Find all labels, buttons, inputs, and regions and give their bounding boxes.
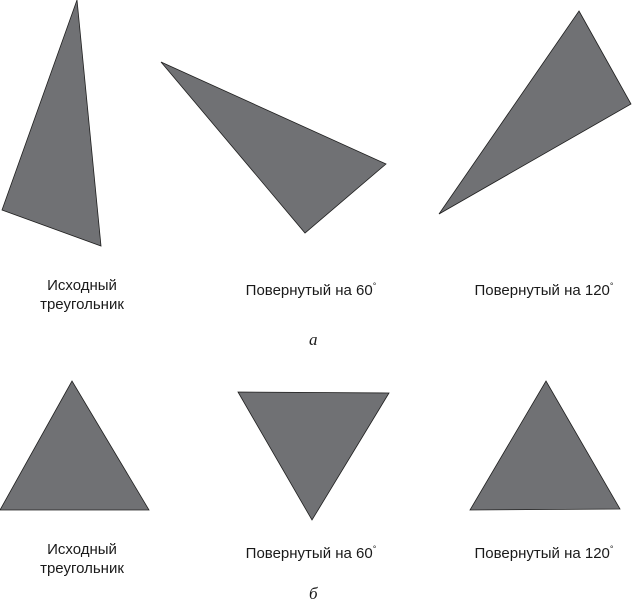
- caption-b-original-line2: треугольник: [40, 560, 124, 577]
- caption-a-rotated-120: Повернутый на 120°: [456, 277, 632, 300]
- caption-a-original: Исходный треугольник: [12, 276, 152, 314]
- triangle-b-rotated-60: [237, 391, 390, 521]
- caption-a-rotated-120-text: Повернутый на 120: [474, 282, 610, 299]
- caption-b-rotated-60: Повернутый на 60°: [226, 540, 396, 563]
- caption-a-original-line1: Исходный: [47, 277, 117, 294]
- caption-b-rotated-120-text: Повернутый на 120: [474, 545, 610, 562]
- caption-b-rotated-60-degree: °: [372, 544, 377, 554]
- triangle-a-original: [1, 0, 102, 247]
- caption-a-rotated-60-text: Повернутый на 60: [245, 282, 373, 299]
- triangle-b-original: [0, 380, 150, 511]
- panel-label-b: б: [309, 584, 318, 603]
- caption-a-original-line2: треугольник: [40, 296, 124, 313]
- caption-b-rotated-120: Повернутый на 120°: [456, 540, 632, 563]
- panel-label-a: а: [309, 330, 318, 349]
- caption-b-rotated-120-degree: °: [609, 544, 614, 554]
- triangle-a-rotated-120: [438, 10, 632, 215]
- caption-b-original: Исходный треугольник: [12, 540, 152, 578]
- caption-b-rotated-60-text: Повернутый на 60: [245, 545, 373, 562]
- caption-b-original-line1: Исходный: [47, 541, 117, 558]
- triangle-a-rotated-60: [160, 61, 387, 234]
- caption-a-rotated-60-degree: °: [372, 281, 377, 291]
- triangle-b-rotated-120: [469, 380, 621, 511]
- caption-a-rotated-120-degree: °: [609, 281, 614, 291]
- caption-a-rotated-60: Повернутый на 60°: [226, 277, 396, 300]
